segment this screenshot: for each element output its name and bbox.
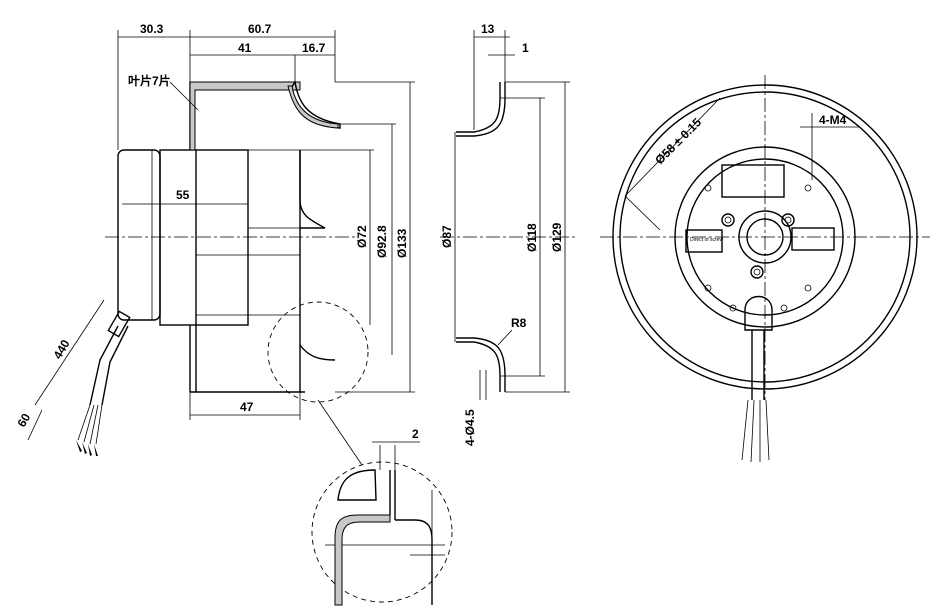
dim-radius: R8	[511, 316, 527, 330]
dim-hub-diameter: Ø72	[355, 225, 369, 248]
dim-inlet-depth: 16.7	[302, 41, 326, 55]
dim-wheel-height: 47	[240, 400, 254, 414]
dim-detail-gap: 2	[412, 427, 419, 441]
dim-ring-lip: 1	[522, 41, 529, 55]
rotation-note: Direct of screw	[690, 237, 723, 243]
ring-section	[440, 30, 575, 400]
dim-inlet-diameter: Ø87	[440, 225, 454, 248]
dim-mount-holes: 4-Ø4.5	[463, 409, 477, 446]
dim-outer-diameter: Ø133	[395, 228, 409, 258]
dim-hole-pcd: Ø118	[525, 223, 539, 252]
dim-motor-length: 55	[176, 188, 190, 202]
dim-ring-depth: 13	[481, 22, 495, 36]
dim-motor-offset: 30.3	[140, 22, 164, 36]
blade-note: 叶片7片	[128, 73, 171, 88]
dim-flange-diameter: Ø129	[550, 222, 564, 252]
dim-wheel-depth: 41	[238, 41, 252, 55]
front-view	[600, 75, 930, 463]
dim-strip-length: 60	[14, 411, 33, 430]
side-view	[27, 30, 415, 456]
dim-thread: 4-M4	[819, 113, 847, 127]
dim-overall-width: 60.7	[248, 22, 272, 36]
dim-inner-diameter: Ø92.8	[375, 225, 389, 258]
dim-cable-length: 440	[50, 337, 72, 362]
dim-pcd: Ø58 ± 0.15	[652, 115, 704, 167]
detail-view	[311, 399, 453, 606]
